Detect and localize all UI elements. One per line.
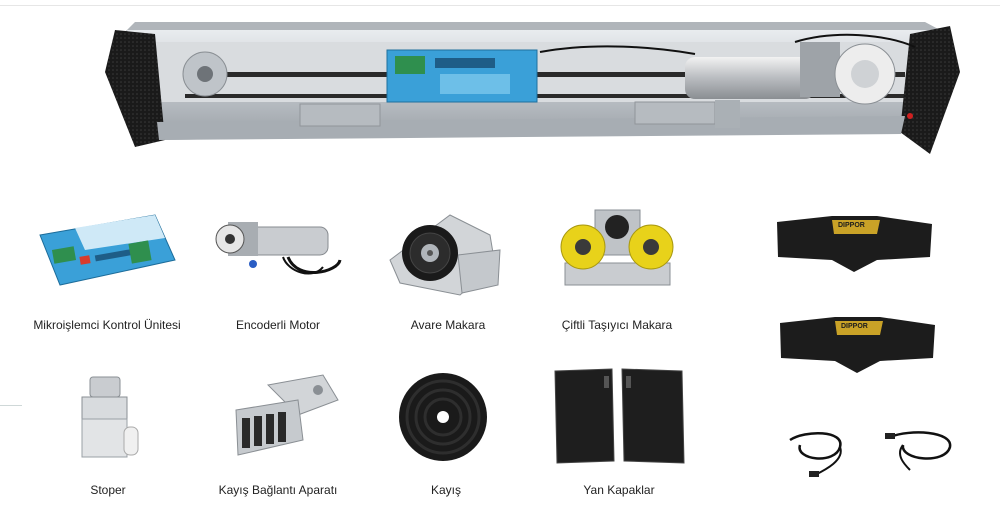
product-caption-carrier: Çiftli Taşıyıcı Makara [561,318,673,332]
product-caption-motor: Encoderli Motor [235,318,321,332]
product-caption-stopper: Stoper [90,483,126,497]
guide-line-top [0,5,1000,6]
control-unit-image [39,214,176,286]
product-caption-control-unit: Mikroişlemci Kontrol Ünitesi [33,318,181,332]
cable-image [789,431,952,477]
carrier-roller-image [560,209,674,286]
product-caption-belt: Kayış [430,483,462,497]
end-cover-image-top [777,216,932,272]
idler-pulley-image [389,214,501,296]
motor-image [215,222,342,275]
product-caption-belt-clamp: Kayış Bağlantı Aparatı [218,483,338,497]
end-cover-image-bottom [780,317,935,373]
brand-badge-top: DIPPOR [838,222,865,229]
brand-badge-bottom: DIPPOR [841,323,868,330]
belt-roll-image [399,373,487,461]
guide-line-left [0,405,22,406]
product-caption-side-covers: Yan Kapaklar [583,483,655,497]
door-operator-assembly-image [105,22,960,154]
product-caption-idler: Avare Makara [410,318,486,332]
stopper-image [81,376,139,458]
belt-clamp-image [235,374,339,456]
side-covers-image [554,368,685,464]
